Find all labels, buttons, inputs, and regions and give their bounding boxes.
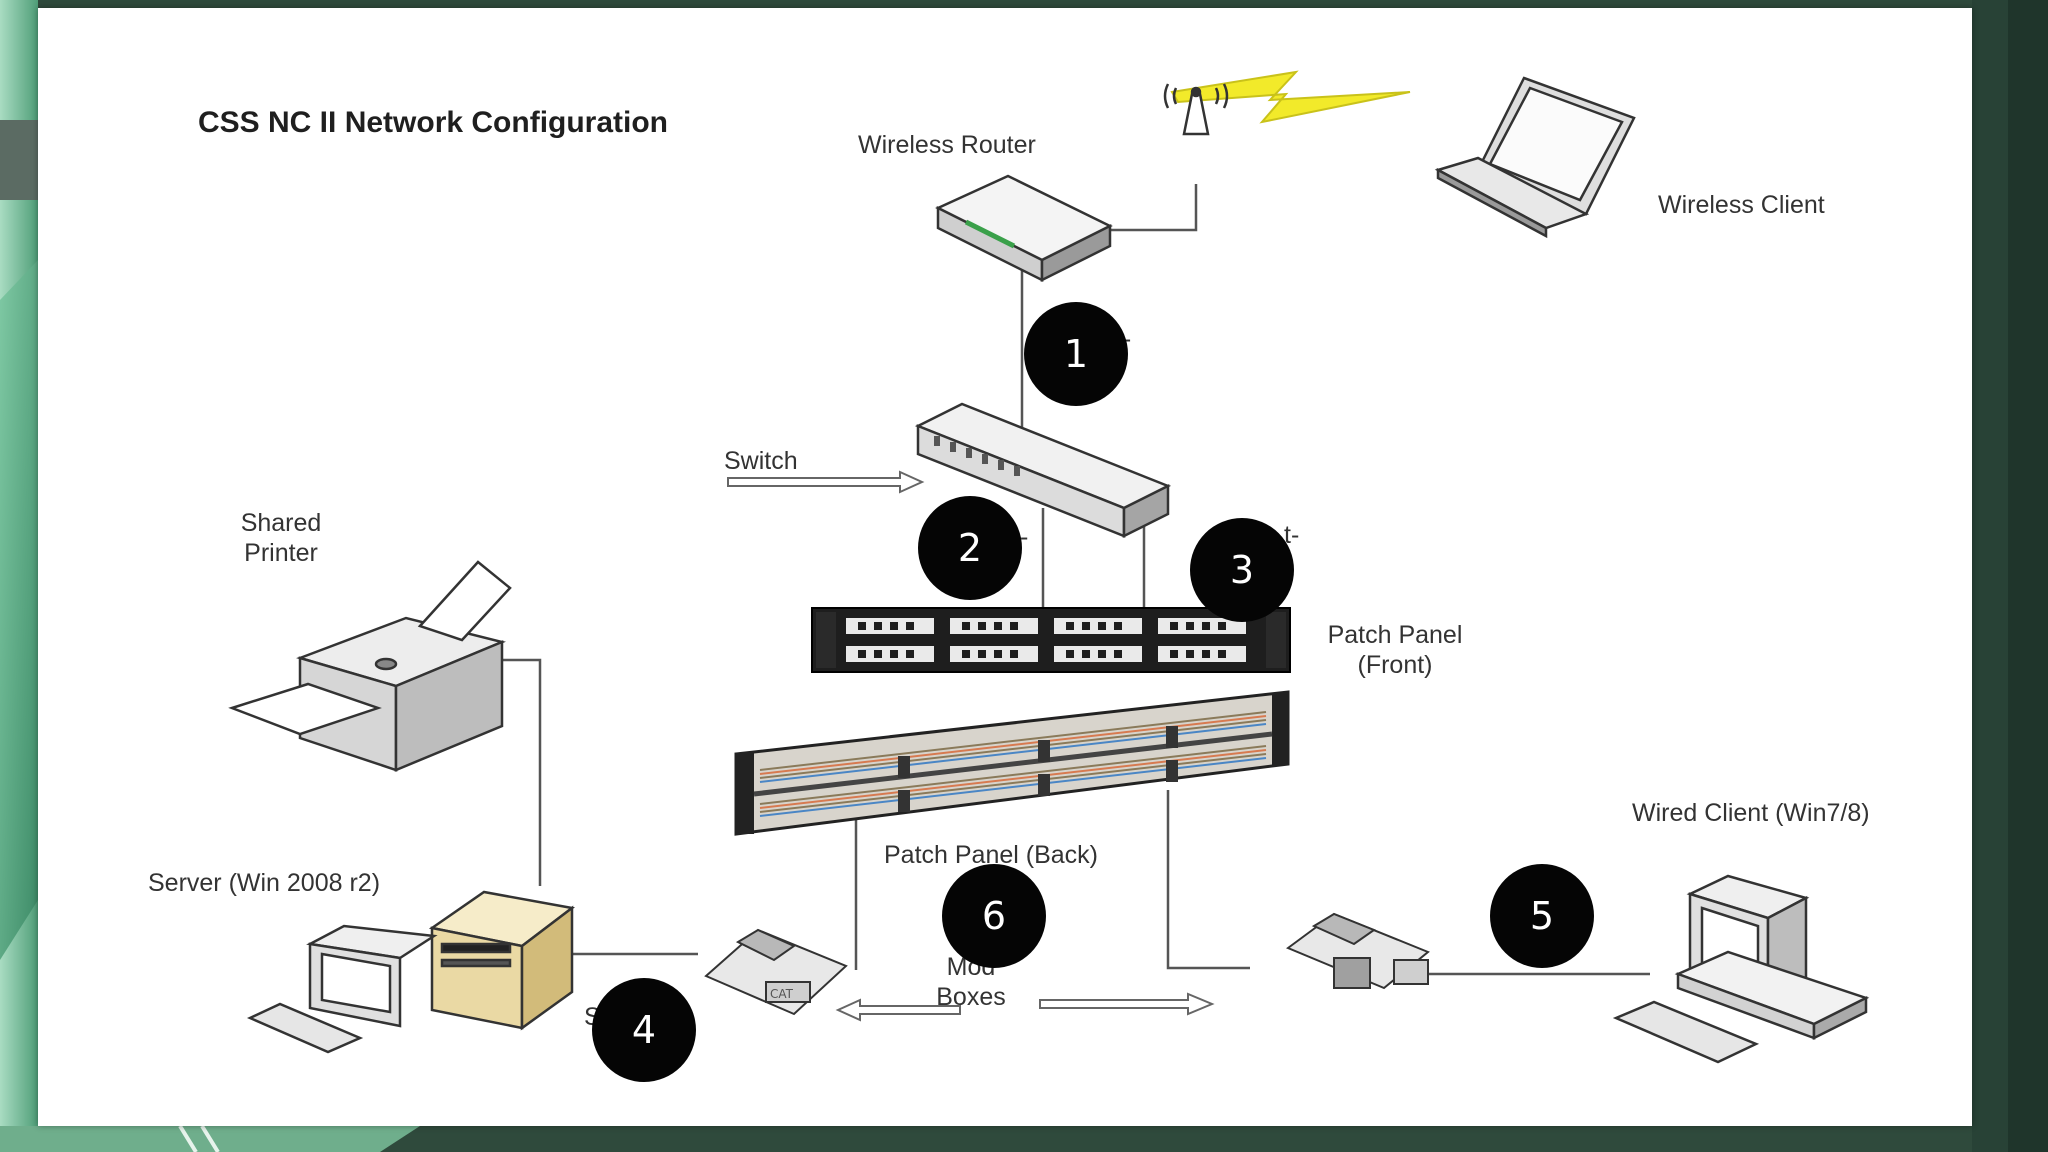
label-shared-printer-line1: Shared — [240, 509, 322, 537]
network-diagram: CAT — [228, 70, 1870, 1064]
svg-text:CAT: CAT — [770, 987, 794, 1001]
badge-1: 1 — [1024, 302, 1128, 406]
router-icon — [935, 174, 1113, 283]
label-patch-panel-front-line2: (Front) — [1357, 651, 1433, 679]
label-patch-panel-front-line1: Patch Panel — [1327, 621, 1463, 649]
switch-icon — [914, 402, 1172, 539]
label-modular-boxes-line2: Boxes — [936, 983, 1006, 1011]
badge-3: 3 — [1190, 518, 1294, 622]
patch-panel-back-icon — [734, 690, 1290, 836]
boxes-left-arrow — [835, 998, 961, 1022]
badge-6: 6 — [942, 864, 1046, 968]
label-wireless-router: Wireless Router — [858, 131, 1036, 159]
switch-arrow — [727, 470, 925, 494]
label-server: Server (Win 2008 r2) — [148, 869, 381, 897]
keystone-jack-icon: CAT — [704, 928, 848, 1016]
boxes-right-arrow — [1039, 992, 1215, 1016]
server-icon — [428, 890, 576, 1031]
label-shared-printer: Shared Printer — [216, 508, 346, 568]
antenna-icon — [1163, 83, 1229, 136]
keystone-jack-icon-right — [1285, 912, 1430, 990]
printer-icon — [228, 560, 512, 772]
server-monitor-icon — [246, 924, 438, 1054]
router-to-antenna-line — [1110, 184, 1198, 232]
patch-back-to-left-jack-line — [854, 792, 860, 970]
badge-2: 2 — [918, 496, 1022, 600]
label-wireless-client: Wireless Client — [1658, 191, 1825, 219]
label-switch: Switch — [724, 447, 798, 475]
diagram-title: CSS NC II Network Configuration — [198, 106, 669, 139]
label-arrows — [727, 470, 1215, 1022]
badge-5: 5 — [1490, 864, 1594, 968]
label-patch-panel-front: Patch Panel (Front) — [1300, 620, 1490, 680]
laptop-icon — [1434, 76, 1636, 239]
wireless-signal-icon — [1170, 70, 1411, 124]
desktop-icon — [1612, 874, 1870, 1064]
patch-back-to-right-jack-line — [1166, 790, 1250, 970]
badge-4: 4 — [592, 978, 696, 1082]
label-partial-2: - — [1020, 523, 1029, 551]
label-partial-3: t- — [1284, 521, 1300, 549]
label-shared-printer-line2: Printer — [244, 539, 318, 567]
label-wired-client: Wired Client (Win7/8) — [1632, 799, 1870, 827]
patch-panel-front-icon — [811, 607, 1291, 673]
diagram-canvas: CAT CSS NC II Network Configuration Wire… — [38, 8, 1972, 1126]
